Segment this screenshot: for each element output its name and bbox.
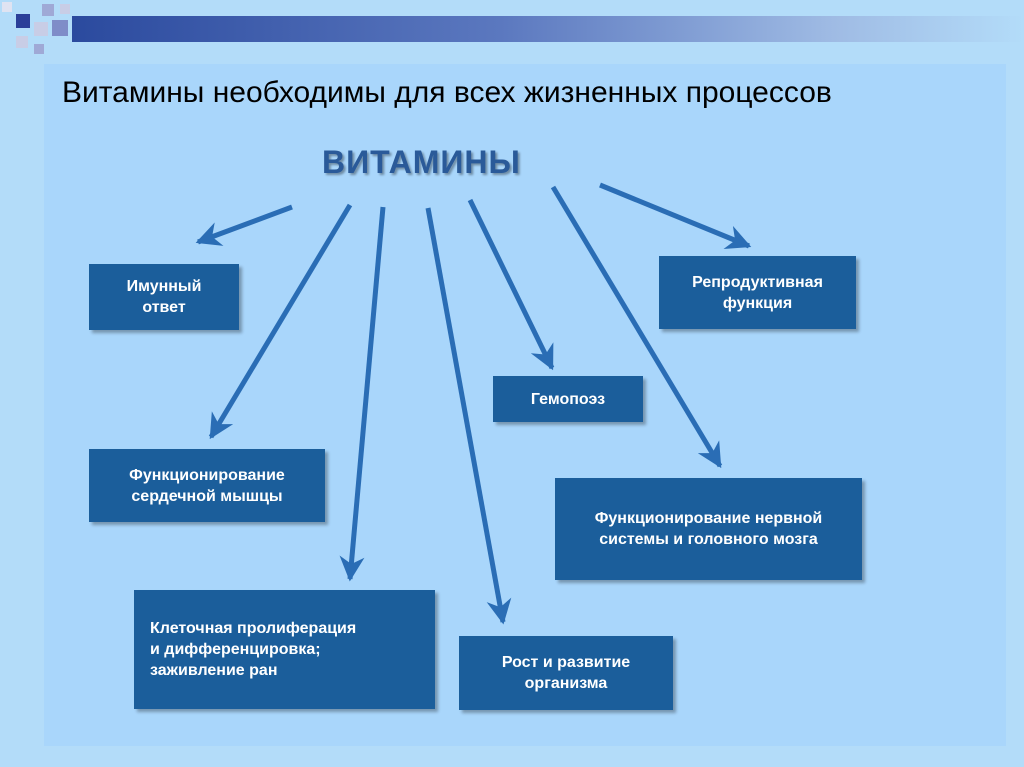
box-reproductive-function: Репродуктивная функция — [659, 256, 856, 329]
arrow-to-nervous — [550, 185, 723, 469]
corner-square-decoration — [16, 14, 30, 28]
box-hemopoiesis: Гемопоэз — [493, 376, 643, 422]
box-cell-proliferation: Клеточная пролиферация и дифференцировка… — [134, 590, 435, 709]
top-gradient-bar — [72, 16, 1024, 42]
diagram-heading: ВИТАМИНЫ — [322, 144, 521, 180]
arrow-to-hemopoiesis — [467, 198, 555, 371]
corner-square-decoration — [16, 36, 28, 48]
corner-square-decoration — [34, 22, 48, 36]
arrow-to-growth — [425, 207, 512, 625]
arrow-to-proliferation — [339, 206, 386, 582]
corner-square-decoration — [42, 4, 54, 16]
corner-square-decoration — [52, 20, 68, 36]
arrow-to-immune — [195, 204, 293, 246]
corner-square-decoration — [34, 44, 44, 54]
box-heart-function: Функционирование сердечной мышцы — [89, 449, 325, 522]
box-growth-development: Рост и развитие организма — [459, 636, 673, 710]
arrow-to-reproductive — [599, 182, 752, 250]
corner-square-decoration — [2, 2, 12, 12]
slide-title: Витамины необходимы для всех жизненных п… — [62, 76, 832, 109]
box-nervous-system-function: Функционирование нервной системы и голов… — [555, 478, 862, 580]
box-immune-response: Имунный ответ — [89, 264, 239, 330]
corner-square-decoration — [60, 4, 70, 14]
arrow-to-heart — [208, 203, 353, 440]
